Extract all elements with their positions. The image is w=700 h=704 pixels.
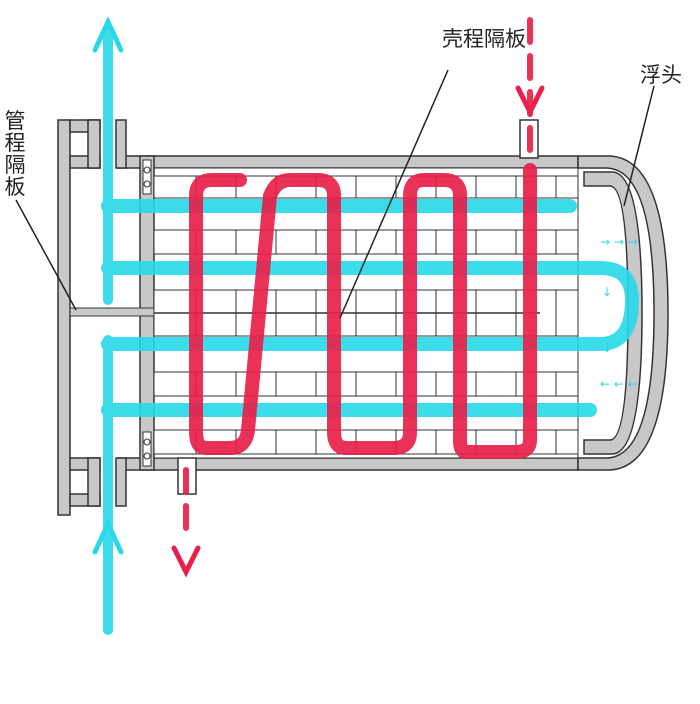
svg-text:→ → →: → → → xyxy=(600,235,638,249)
tube-flow-arrow-bottom xyxy=(92,518,124,555)
tube-pass-partition-label: 管程隔板 xyxy=(4,109,26,200)
channel-box xyxy=(57,119,155,516)
shell-baffle-leader xyxy=(339,69,449,319)
floating-head-label: 浮头 xyxy=(640,63,682,87)
floating-head-flow-arrows: → → → ↓ ↓ ↓ ← ← ← xyxy=(600,235,640,391)
floating-head-outer xyxy=(577,155,669,471)
tube-row xyxy=(153,175,579,199)
shell-fluid-path xyxy=(183,17,537,543)
svg-text:← ← ←: ← ← ← xyxy=(600,377,638,391)
shell-outlet-arrow xyxy=(171,545,201,578)
shell-inlet-arrow xyxy=(515,85,545,118)
floating-head-inner xyxy=(583,171,643,455)
tube-pass-partition-plate xyxy=(69,307,155,317)
svg-text:↓: ↓ xyxy=(630,285,640,299)
tube-inlet-nozzle-wall-right xyxy=(115,119,127,169)
svg-text:↓: ↓ xyxy=(602,341,612,355)
tube-flow-arrow-top xyxy=(92,16,124,53)
shell-top-wall xyxy=(117,155,579,169)
shell-baffle-label: 壳程隔板 xyxy=(442,27,526,51)
floating-head-leader xyxy=(623,85,655,207)
channel-cover xyxy=(57,119,71,516)
tube-row xyxy=(153,229,579,255)
floating-head xyxy=(577,155,669,471)
tube-inlet-nozzle-wall-left xyxy=(87,119,101,169)
tube-pass-partition-leader xyxy=(15,199,77,311)
svg-text:↓: ↓ xyxy=(602,285,612,299)
tube-row xyxy=(153,371,579,397)
